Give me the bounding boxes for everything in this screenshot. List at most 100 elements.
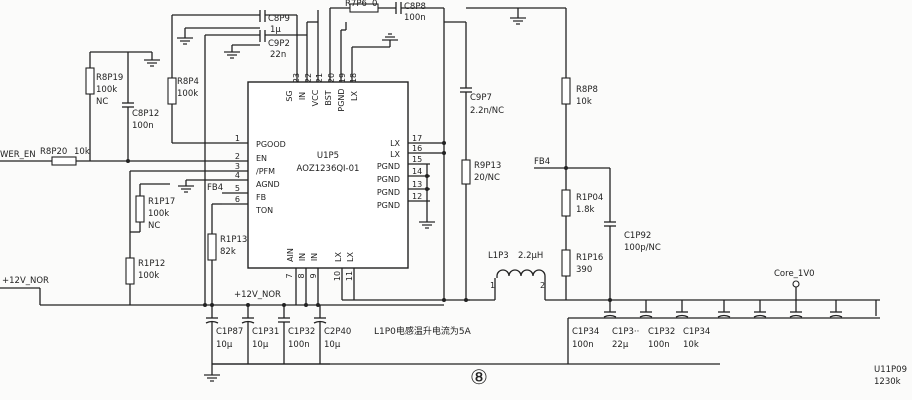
svg-text:10μ: 10μ xyxy=(324,340,341,350)
svg-text:R1P17: R1P17 xyxy=(148,197,175,207)
c9p7-capacitor: C9P7 2.2n/NC xyxy=(444,21,504,160)
c1p31-capacitor: C1P31 10μ xyxy=(241,305,279,364)
c8p9-capacitor: C8P9 1μ xyxy=(172,10,297,35)
pin-name: PGND xyxy=(377,188,400,197)
svg-text:100p/NC: 100p/NC xyxy=(624,243,661,253)
pin-num: 9 xyxy=(309,273,318,278)
chip-ref: U1P5 xyxy=(317,151,339,161)
svg-text:NC: NC xyxy=(96,97,108,107)
c1p87-capacitor: C1P87 10μ xyxy=(205,305,243,364)
svg-text:20/NC: 20/NC xyxy=(474,173,500,183)
c8p12-capacitor: C8P12 100n xyxy=(122,52,159,161)
svg-text:10k: 10k xyxy=(576,97,592,107)
pin-num: 7 xyxy=(285,273,294,278)
net-label-12v-bottom: +12V_NOR xyxy=(234,290,281,300)
net-label-12v-left: +12V_NOR xyxy=(2,276,49,286)
pin-num: 18 xyxy=(349,73,358,83)
ground-symbol xyxy=(419,221,435,229)
svg-text:R1P16: R1P16 xyxy=(576,253,603,263)
svg-text:R8P20: R8P20 xyxy=(40,147,67,157)
svg-text:R7P6: R7P6 xyxy=(345,0,367,9)
c1p34b-label: C1P34 xyxy=(683,327,710,337)
pin-num: 11 xyxy=(345,271,354,281)
svg-text:C8P8: C8P8 xyxy=(404,2,426,12)
svg-text:R9P13: R9P13 xyxy=(474,161,501,171)
pin-num: 20 xyxy=(327,73,336,83)
corner-label-1: U11P09 xyxy=(874,365,907,375)
ground-symbol xyxy=(466,7,566,25)
c1p32b-value: 100n xyxy=(648,340,670,350)
c9p2-capacitor: C9P2 22n xyxy=(204,30,307,305)
ground-symbol xyxy=(224,44,260,59)
chip-body xyxy=(247,81,409,269)
svg-text:1μ: 1μ xyxy=(270,25,281,35)
svg-text:C2P40: C2P40 xyxy=(324,327,351,337)
svg-text:L1P3: L1P3 xyxy=(488,251,509,261)
pin-name: IN xyxy=(310,253,319,261)
pin-num: 17 xyxy=(412,134,422,143)
svg-text:100k: 100k xyxy=(96,85,117,95)
pin-name: VCC xyxy=(311,89,320,106)
svg-text:100k: 100k xyxy=(177,89,198,99)
svg-text:NC: NC xyxy=(148,221,160,231)
pin-name: BST xyxy=(324,90,333,105)
svg-text:10μ: 10μ xyxy=(252,340,269,350)
ground-symbol xyxy=(144,52,160,67)
pin-num: 14 xyxy=(412,167,422,176)
svg-text:100n: 100n xyxy=(132,121,154,131)
svg-text:10k: 10k xyxy=(74,147,90,157)
pin-name: SG xyxy=(285,90,294,101)
pin-name: AGND xyxy=(256,180,280,189)
svg-text:1: 1 xyxy=(490,281,495,290)
pin-num: 4 xyxy=(235,171,240,180)
svg-text:C1P31: C1P31 xyxy=(252,327,279,337)
svg-text:R8P19: R8P19 xyxy=(96,73,123,83)
svg-text:C8P12: C8P12 xyxy=(132,109,159,119)
c1p34a-value: 100n xyxy=(572,340,594,350)
pin-name: /PFM xyxy=(256,167,275,176)
pin-name: LX xyxy=(346,252,355,262)
svg-text:100n: 100n xyxy=(404,13,426,23)
pin-name: PGND xyxy=(377,201,400,210)
pin-name: TON xyxy=(255,206,273,215)
r1p16-resistor: R1P16 390 xyxy=(561,249,603,300)
pin-num: 2 xyxy=(235,152,240,161)
svg-text:100k: 100k xyxy=(138,271,159,281)
svg-text:C9P2: C9P2 xyxy=(268,39,290,49)
svg-text:0: 0 xyxy=(372,0,377,9)
pin-num: 8 xyxy=(297,273,306,278)
l1p3-inductor: L1P3 2.2μH 1 2 xyxy=(466,251,880,301)
pin-name: LX xyxy=(334,252,343,262)
r8p19-resistor: R8P19 100k NC xyxy=(85,51,152,161)
chip-bottom-pins: 7 8 9 10 11 AIN IN IN LX LX xyxy=(285,248,355,305)
c1p3x-label: C1P3·· xyxy=(612,327,639,337)
c1p92-capacitor: C1P92 100p/NC xyxy=(604,168,661,300)
pin-num: 15 xyxy=(412,155,422,164)
svg-text:390: 390 xyxy=(576,265,592,275)
pin-num: 22 xyxy=(304,73,313,83)
svg-text:C1P92: C1P92 xyxy=(624,231,651,241)
svg-text:2.2n/NC: 2.2n/NC xyxy=(470,106,504,116)
c1p3x-value: 22μ xyxy=(612,340,629,350)
svg-text:C1P87: C1P87 xyxy=(216,327,243,337)
svg-text:10μ: 10μ xyxy=(216,340,233,350)
net-label-core: Core_1V0 xyxy=(774,269,815,279)
svg-text:C1P32: C1P32 xyxy=(288,327,315,337)
chip-right-pins: 17 16 15 14 13 12 LX LX PGND PGND PGND P… xyxy=(377,134,430,210)
pin-num: 1 xyxy=(235,134,240,143)
pin-num: 23 xyxy=(292,73,301,83)
c1p32a-capacitor: C1P32 100n xyxy=(278,305,315,364)
net-label-power-en: WER_EN xyxy=(0,150,36,160)
svg-text:R8P8: R8P8 xyxy=(576,85,598,95)
ground-symbol xyxy=(178,179,222,193)
svg-text:C9P7: C9P7 xyxy=(470,93,492,103)
pin-num: 5 xyxy=(235,184,240,193)
pin-name: LX xyxy=(390,139,400,148)
chip-left-pins: 1 2 3 4 5 6 PGOOD EN /PFM AGND FB TON xyxy=(222,134,286,215)
core-1v0-net: Core_1V0 xyxy=(774,269,815,300)
r1p12-resistor: R1P12 100k xyxy=(125,257,165,285)
svg-text:R1P12: R1P12 xyxy=(138,259,165,269)
pin-num: 13 xyxy=(412,180,422,189)
